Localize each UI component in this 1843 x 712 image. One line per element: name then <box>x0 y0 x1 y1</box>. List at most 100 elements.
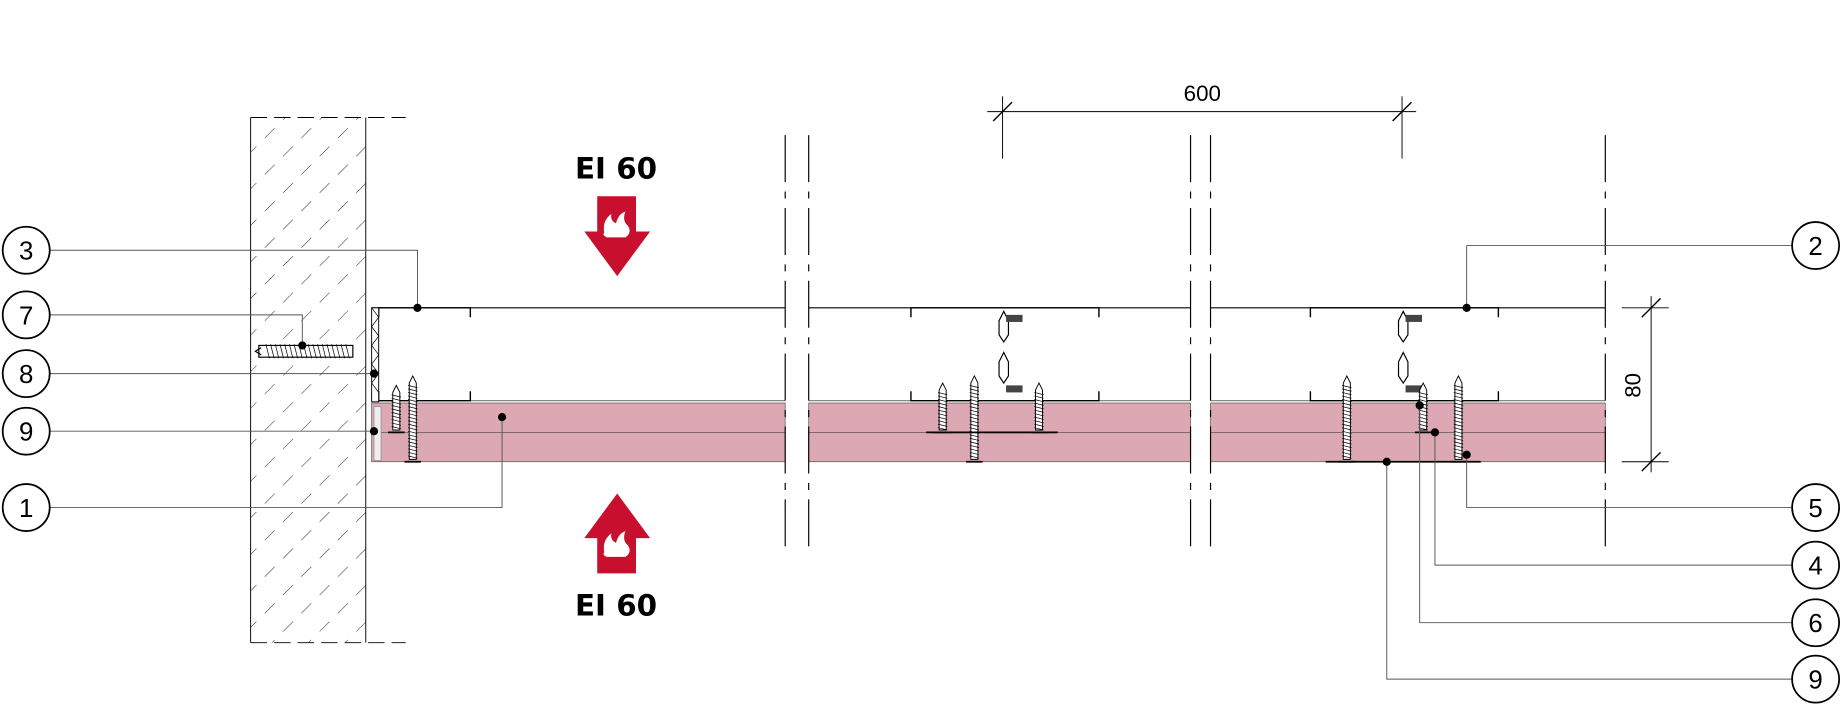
screw-thread <box>937 413 948 417</box>
flame-icon <box>603 211 630 238</box>
screw-thread <box>1342 406 1352 410</box>
anchor-thread <box>274 344 280 359</box>
screw-thread <box>391 426 402 430</box>
screw-thread <box>407 427 418 431</box>
screw-thread <box>969 427 980 431</box>
screw-thread <box>969 452 980 456</box>
callout-number: 3 <box>19 238 33 266</box>
screw-thread <box>937 409 948 413</box>
screw-thread <box>937 423 948 427</box>
screw-thread <box>391 415 402 419</box>
screw-thread <box>391 401 402 405</box>
callout-right-5: 5 <box>1791 483 1840 532</box>
dimension-600: 600 <box>987 81 1417 159</box>
leader-line <box>1386 461 1793 680</box>
screw-thread <box>407 402 418 406</box>
anchor-thread <box>336 344 341 359</box>
screw-thread <box>407 455 418 459</box>
screw-thread <box>1342 448 1352 452</box>
anchor-thread <box>265 344 270 359</box>
screw-thread <box>407 392 418 396</box>
callout-left-1: 1 <box>1 483 51 532</box>
screw-thread <box>969 402 980 406</box>
anchor-thread <box>289 344 294 359</box>
screw-thread <box>1034 413 1044 417</box>
callout-number: 1 <box>19 495 33 523</box>
screw-thread <box>1453 430 1464 434</box>
screw-thread <box>1453 406 1464 410</box>
screw-thread <box>407 413 418 417</box>
screw-thread <box>391 412 402 416</box>
anchor-thread <box>270 344 275 359</box>
anchor-thread <box>340 344 345 359</box>
callout-right-9: 9 <box>1791 654 1840 704</box>
screw-thread <box>1453 416 1464 420</box>
flame-icon <box>603 531 630 557</box>
leader-dot <box>1415 401 1424 410</box>
screw-thread <box>391 419 402 423</box>
screw-thread <box>391 397 402 401</box>
screw-thread <box>1453 434 1464 438</box>
callout-right-2: 2 <box>1791 221 1840 270</box>
callout-left-8: 8 <box>1 349 51 399</box>
board-layer-upper <box>808 402 1191 433</box>
screw <box>1034 381 1043 431</box>
leader-line <box>49 249 418 308</box>
screw-thread <box>1342 423 1352 427</box>
callout-number: 4 <box>1808 553 1822 581</box>
anchor-thread <box>293 344 298 359</box>
anchor-thread <box>331 344 336 359</box>
screw-thread <box>1342 392 1352 396</box>
callout-number: 8 <box>19 361 33 389</box>
screw-thread <box>1453 409 1464 413</box>
leader-dot <box>413 303 422 312</box>
screw-thread <box>1342 416 1352 420</box>
c-profile-bottom <box>1309 391 1500 402</box>
screw-thread <box>1034 392 1044 396</box>
screw-thread <box>1342 409 1352 413</box>
screw-thread <box>1342 420 1352 424</box>
fire-rating-bottom: EI 60 <box>575 493 657 623</box>
screw-thread <box>969 441 980 445</box>
callout-right-4: 4 <box>1791 540 1840 590</box>
screw-thread <box>407 441 418 445</box>
leader-lines <box>49 245 1793 680</box>
screw-thread <box>1034 399 1044 403</box>
screw-thread <box>407 423 418 427</box>
board-layer-upper <box>1210 402 1606 433</box>
screw-thread <box>1453 420 1464 424</box>
screw-thread <box>937 420 948 424</box>
screw-thread <box>969 413 980 417</box>
board-layer-lower <box>808 432 1191 463</box>
screw-thread <box>1034 402 1044 406</box>
callout-circle <box>1791 221 1840 270</box>
anchor-thread <box>321 344 327 359</box>
screw-thread <box>1034 409 1044 413</box>
screw-thread <box>391 394 402 398</box>
callout-left-3: 3 <box>1 225 51 275</box>
screw-thread <box>1342 441 1352 445</box>
screw-thread <box>969 406 980 410</box>
anchor-thread <box>307 344 313 359</box>
screw-thread <box>1453 399 1464 403</box>
screw-thread <box>969 416 980 420</box>
screw-thread <box>1453 402 1464 406</box>
screw-thread <box>937 399 948 403</box>
clip-screw <box>1006 385 1023 393</box>
board-layer-lower <box>371 432 786 463</box>
hanger-clip <box>1397 310 1409 385</box>
screw-thread <box>969 420 980 424</box>
screw-thread <box>407 388 418 392</box>
screw-thread <box>969 423 980 427</box>
screw <box>938 381 947 431</box>
leader-dot <box>1462 450 1471 459</box>
screw-thread <box>1418 392 1428 396</box>
screw-thread <box>1453 388 1464 392</box>
screw-thread <box>969 399 980 403</box>
dimension-80-label: 80 <box>1621 373 1646 398</box>
screw-thread <box>407 430 418 434</box>
screw-thread <box>937 416 948 420</box>
c-profile-top <box>910 307 1100 318</box>
screw-thread <box>1034 406 1044 410</box>
callout-circle <box>1791 483 1840 532</box>
